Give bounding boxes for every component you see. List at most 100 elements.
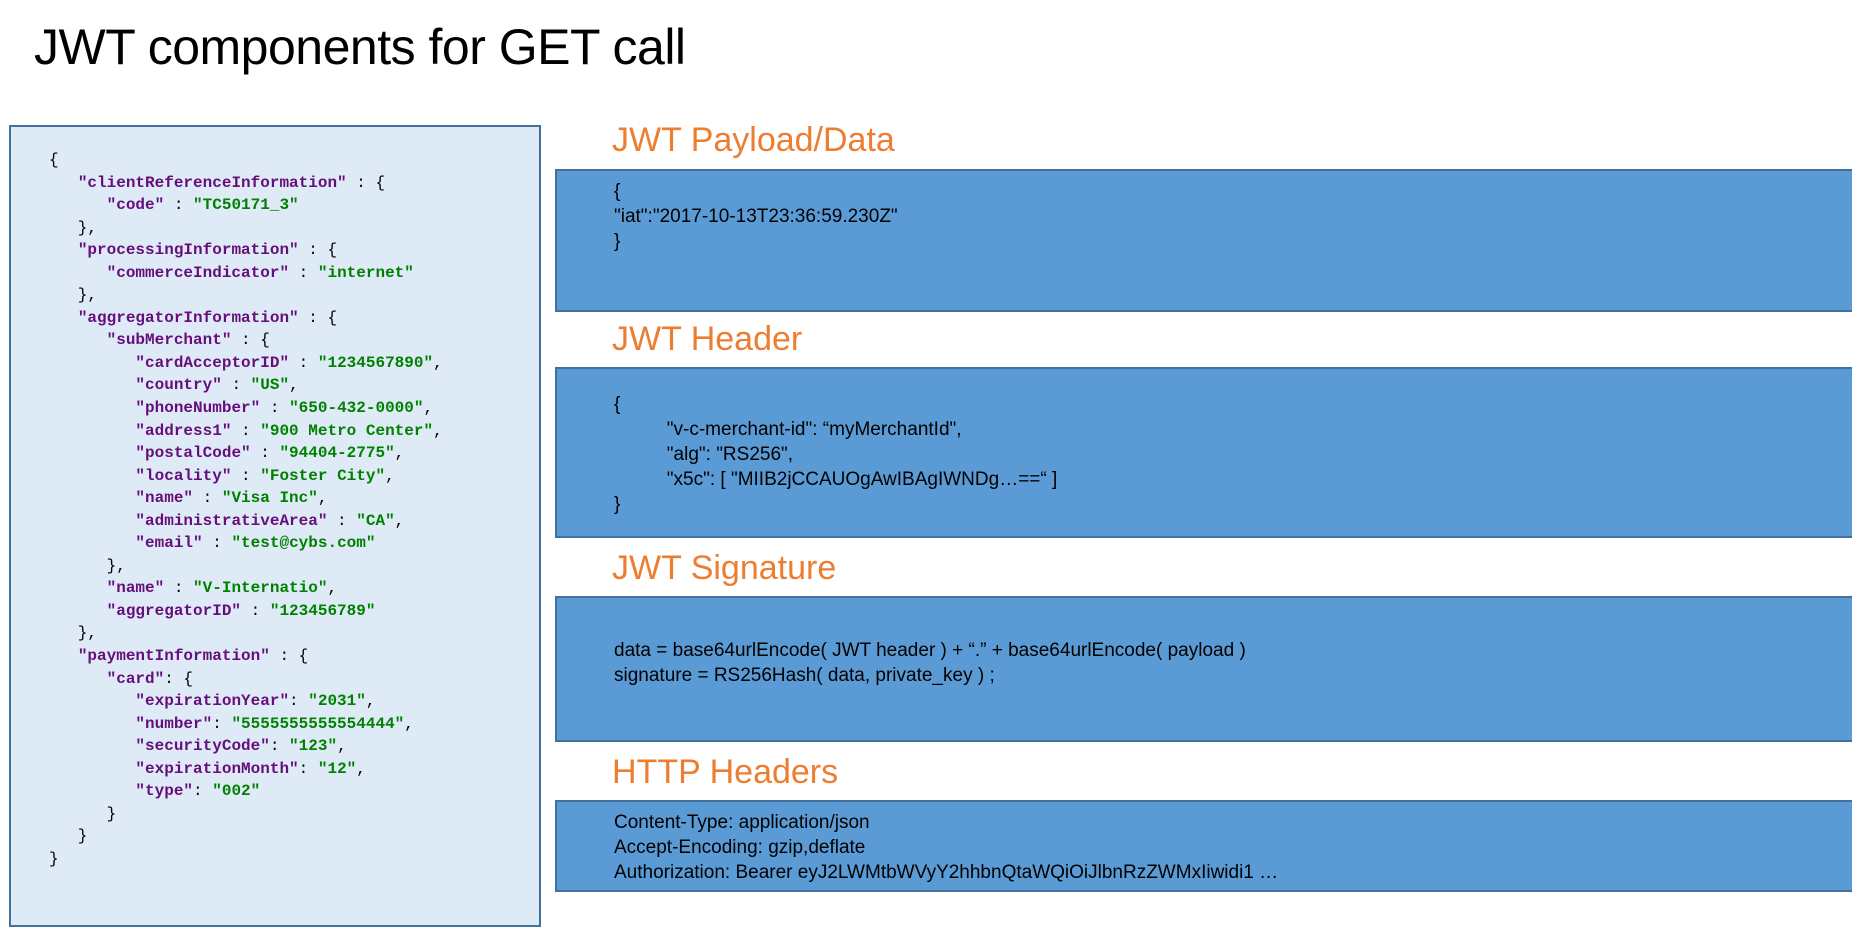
json-punctuation: : (231, 421, 261, 440)
header-text: { "v-c-merchant-id": “myMerchantId", "al… (614, 394, 1058, 515)
json-punctuation: : (212, 714, 232, 733)
json-key: "clientReferenceInformation" (77, 173, 347, 192)
json-punctuation (49, 602, 107, 620)
json-punctuation: : { (231, 331, 270, 350)
json-punctuation: , (423, 399, 434, 418)
json-punctuation: , (356, 759, 366, 778)
json-punctuation: : (231, 466, 261, 485)
signature-text: data = base64urlEncode( JWT header ) + “… (614, 640, 1246, 686)
json-punctuation: , (404, 714, 414, 733)
json-key: "expirationYear" (135, 692, 290, 711)
header-heading: JWT Header (612, 320, 803, 358)
json-punctuation: : (289, 353, 318, 372)
json-string-value: "123456789" (269, 601, 376, 620)
json-string-value: "123" (289, 737, 338, 756)
json-punctuation: , (327, 579, 338, 598)
signature-box: data = base64urlEncode( JWT header ) + “… (555, 596, 1852, 742)
json-punctuation: } (49, 849, 59, 868)
json-key: "aggregatorInformation" (77, 308, 299, 327)
header-box: { "v-c-merchant-id": “myMerchantId", "al… (555, 367, 1852, 538)
payload-box: { "iat":"2017-10-13T23:36:59.230Z" } (555, 169, 1852, 312)
json-punctuation: }, (49, 286, 98, 305)
json-punctuation: : (164, 579, 194, 598)
json-punctuation (49, 489, 135, 507)
signature-heading: JWT Signature (612, 549, 837, 587)
json-punctuation: : (327, 511, 357, 530)
json-punctuation: , (337, 737, 347, 756)
json-punctuation (49, 512, 135, 530)
json-punctuation: : (289, 692, 309, 711)
json-punctuation (49, 737, 135, 755)
json-punctuation: : (241, 601, 270, 620)
json-key: "locality" (135, 466, 232, 485)
json-key: "name" (135, 489, 194, 508)
json-key: "number" (135, 714, 213, 733)
json-key: "postalCode" (135, 444, 251, 463)
json-string-value: "test@cybs.com" (231, 534, 376, 553)
json-punctuation: }, (49, 556, 126, 575)
json-key: "email" (135, 534, 203, 553)
json-string-value: "US" (250, 376, 290, 395)
json-punctuation (49, 422, 135, 440)
json-punctuation: : { (269, 647, 309, 666)
json-punctuation (49, 647, 78, 665)
json-punctuation: : (193, 782, 213, 801)
json-punctuation: : (221, 376, 251, 395)
json-string-value: "94404-2775" (279, 444, 395, 463)
json-punctuation (49, 534, 135, 552)
json-punctuation: : { (298, 241, 338, 260)
json-string-value: "650-432-0000" (289, 399, 424, 418)
json-key: "subMerchant" (106, 331, 232, 350)
json-string-value: "internet" (317, 263, 414, 282)
json-punctuation: , (317, 489, 328, 508)
json-key: "card" (106, 669, 165, 688)
json-punctuation (49, 241, 78, 259)
json-key: "name" (106, 579, 165, 598)
json-punctuation: , (289, 376, 299, 395)
json-punctuation (49, 264, 107, 282)
json-punctuation (49, 467, 135, 485)
json-punctuation (49, 782, 135, 800)
json-punctuation: : (193, 489, 222, 508)
payload-heading: JWT Payload/Data (612, 121, 895, 159)
json-request-panel: { "clientReferenceInformation" : { "code… (9, 125, 541, 927)
json-string-value: "2031" (308, 692, 366, 711)
json-punctuation (49, 715, 135, 733)
json-punctuation: : (250, 444, 280, 463)
json-punctuation: : (289, 263, 318, 282)
json-punctuation: } (49, 827, 88, 846)
json-punctuation: , (433, 353, 443, 372)
json-punctuation: : (298, 759, 318, 778)
json-key: "paymentInformation" (77, 647, 270, 666)
slide-title: JWT components for GET call (34, 19, 686, 75)
json-string-value: "Foster City" (260, 466, 386, 485)
http-headers-box: Content-Type: application/json Accept-En… (555, 800, 1852, 892)
json-punctuation (49, 692, 135, 710)
json-string-value: "12" (317, 759, 357, 778)
json-key: "commerceIndicator" (106, 263, 290, 282)
json-punctuation (49, 354, 135, 372)
json-punctuation: : (260, 399, 290, 418)
json-key: "administrativeArea" (135, 511, 328, 530)
http-headers-text: Content-Type: application/json Accept-En… (614, 812, 1279, 883)
json-string-value: "5555555555554444" (231, 714, 405, 733)
json-punctuation (49, 196, 107, 214)
json-key: "securityCode" (135, 737, 270, 756)
json-key: "cardAcceptorID" (135, 353, 290, 372)
json-punctuation: : { (298, 308, 338, 327)
json-punctuation (49, 376, 135, 394)
json-punctuation (49, 174, 78, 192)
json-punctuation: { (49, 151, 59, 169)
json-key: "phoneNumber" (135, 399, 261, 418)
json-string-value: "002" (212, 782, 261, 801)
json-request-body: { "clientReferenceInformation" : { "code… (49, 149, 443, 871)
json-string-value: "CA" (356, 511, 395, 530)
json-key: "type" (135, 782, 194, 801)
json-string-value: "Visa Inc" (221, 489, 318, 508)
json-key: "aggregatorID" (106, 601, 242, 620)
json-punctuation: , (365, 692, 376, 711)
json-punctuation (49, 399, 135, 417)
json-punctuation: , (385, 466, 395, 485)
json-punctuation (49, 309, 78, 327)
json-punctuation: } (49, 804, 117, 823)
